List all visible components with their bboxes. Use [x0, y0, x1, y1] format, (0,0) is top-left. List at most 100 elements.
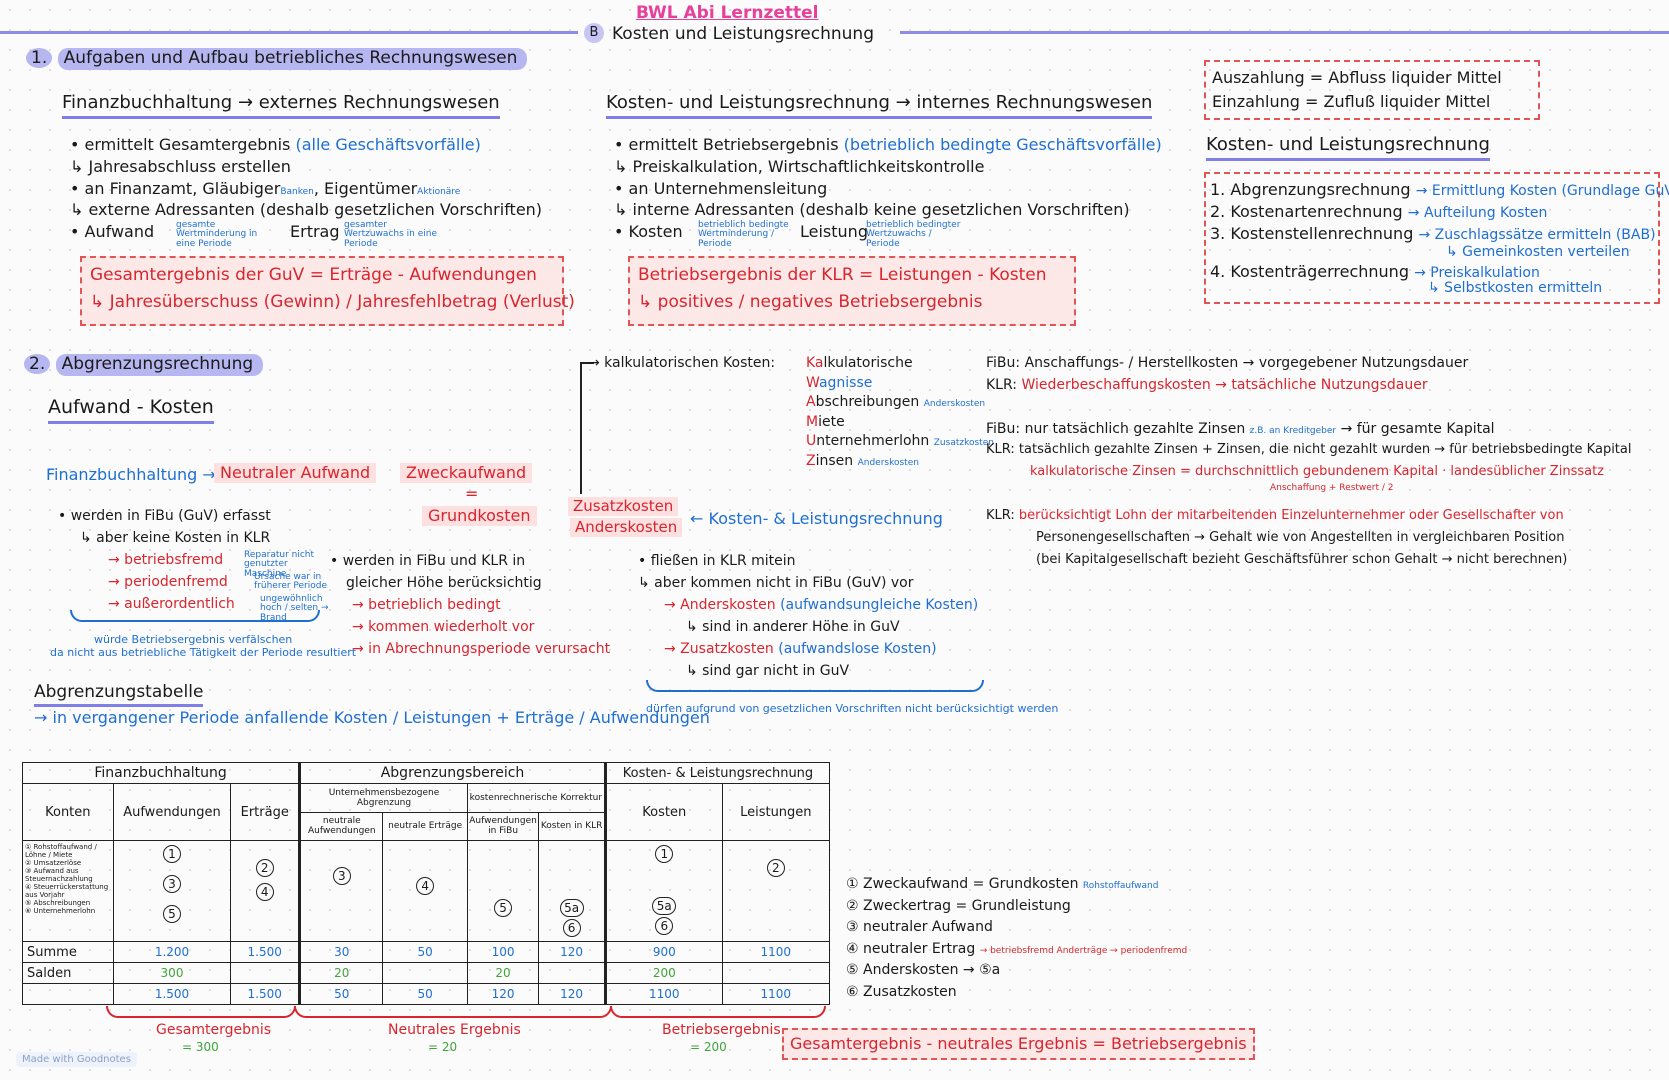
th-klr: Kosten- & Leistungsrechnung [604, 762, 831, 784]
zinsen-klr: KLR: tatsächlich gezahlte Zinsen + Zinse… [986, 442, 1632, 457]
konto-3: ③ Aufwand aus Steuernachzahlung [25, 867, 93, 884]
legend-1: ① Zweckaufwand = Grundkosten Rohstoffauf… [846, 876, 1159, 892]
cell-ne-marks: 4 [382, 840, 468, 942]
kalk-item-abschreibungen: Abschreibungen Anderskosten [806, 394, 986, 410]
sum-af: 100 [466, 941, 540, 963]
th-kosten: Kosten [604, 783, 723, 841]
fibu-formula-result: ↳ Jahresüberschuss (Gewinn) / Jahresfehl… [90, 292, 575, 312]
sum-leistungen: 1100 [721, 941, 831, 963]
cell-leistungen-marks: 2 [721, 840, 831, 942]
fibu-formula-box: Gesamtergebnis der GuV = Erträge - Aufwe… [80, 256, 575, 326]
neutral-note1: • werden in FiBu (GuV) erfasst [58, 508, 271, 524]
tot-aufwendungen: 1.500 [112, 983, 232, 1005]
sum-ertraege: 1.500 [230, 941, 302, 963]
neutral-ausserordentlich: → außerordentlich [108, 596, 235, 612]
table-header-row1: Finanzbuchhaltung Abgrenzungsbereich Kos… [21, 762, 831, 784]
fibu-bullet1a: ↳ Jahresabschluss erstellen [70, 157, 291, 176]
neutral-periodenfremd-note: Ursache war in früherer Periode [254, 572, 328, 592]
page-title: Kosten und Leistungsrechnung [612, 24, 874, 44]
konto-4: ④ Steuerrückerstattung aus Vorjahr [25, 883, 109, 900]
tot-kk: 120 [538, 983, 607, 1005]
value-betriebsergebnis: = 200 [690, 1040, 727, 1054]
klr-arrow-label: ← Kosten- & Leistungsrechnung [690, 509, 943, 528]
fibu-title: Finanzbuchhaltung → externes Rechnungswe… [62, 92, 500, 119]
abschreibung-fibu: FiBu: Anschaffungs- / Herstellkosten → v… [986, 355, 1469, 371]
app-title: BWL Abi Lernzettel [636, 3, 819, 23]
neutraler-aufwand-label: Neutraler Aufwand [214, 463, 377, 483]
klr-leistung-note: betrieblich bedingter Wertzuwachs / Peri… [866, 220, 961, 249]
th-leistungen: Leistungen [721, 783, 831, 841]
grund-note4: → kommen wiederholt vor [352, 619, 535, 635]
zusatzkosten-label: Zusatzkosten [568, 497, 679, 516]
kalk-item-zinsen: Zinsen Anderskosten [806, 452, 919, 469]
cell-af-marks: 5 [466, 840, 540, 942]
th-aufwendungen-fibu: Aufwendungen in FiBu [466, 811, 540, 841]
klr-formula-box: Betriebsergebnis der KLR = Leistungen - … [628, 256, 1076, 326]
step-3-sub: ↳ Gemeinkosten verteilen [1446, 244, 1630, 260]
label-betriebsergebnis: Betriebsergebnis [662, 1022, 781, 1038]
table-legend: ① Zweckaufwand = Grundkosten Rohstoffauf… [846, 876, 1187, 1001]
abgrenzungstabelle-title: Abgrenzungstabelle [34, 682, 204, 708]
kalk-label: → kalkulatorischen Kosten: [588, 355, 776, 371]
konto-2: ② Umsatzerlöse [25, 859, 82, 868]
zusatz-note4: ↳ sind in anderer Höhe in GuV [686, 619, 900, 635]
zusatz-brace [646, 680, 984, 692]
sum-aufwendungen: 1.200 [112, 941, 232, 963]
label-summe: Summe [22, 941, 114, 963]
label-gesamtergebnis: Gesamtergebnis [156, 1022, 272, 1038]
header-line-right [900, 31, 1669, 34]
fibu-ertrag: Ertrag [290, 222, 340, 241]
step-3: 3. Kostenstellenrechnung → Zuschlagssätz… [1210, 224, 1656, 243]
zinsen-fibu: FiBu: nur tatsächlich gezahlte Zinsen z.… [986, 421, 1495, 437]
table-row-total: 1.500 1.500 50 50 120 120 1100 1100 [22, 983, 831, 1005]
step-4-sub: ↳ Selbstkosten ermitteln [1428, 280, 1603, 296]
th-abgrenzung: Abgrenzungsbereich [299, 762, 607, 784]
grundkosten-label: Grundkosten [422, 506, 537, 526]
kalk-item-miete: Miete [806, 413, 845, 430]
value-neutrales-ergebnis: = 20 [428, 1040, 458, 1054]
th-unternehmensbezogen: Unternehmensbezogene Abgrenzung [299, 783, 468, 813]
neutral-brace [70, 610, 320, 622]
section-letter-badge: B [584, 23, 604, 43]
fibu-bullet3: • Aufwand [70, 222, 155, 241]
klr-title: Kosten- und Leistungsrechnung → internes… [606, 92, 1153, 119]
kalk-list: Kalkulatorische Wagnisse Abschreibungen … [806, 355, 994, 470]
zusatz-note1: • fließen in KLR mitein [638, 553, 796, 569]
sum-kk: 120 [538, 941, 607, 963]
kalk-item-wagnisse: Wagnisse [806, 374, 873, 391]
kalk-zinsen-note: Anschaffung + Restwert / 2 [1270, 483, 1394, 493]
definitions-box: Auszahlung = Abfluss liquider Mittel Ein… [1204, 60, 1540, 120]
legend-2: ② Zweckertrag = Grundleistung [846, 897, 1071, 914]
neutral-conclusion2: da nicht aus betriebliche Tätigkeit der … [50, 646, 357, 659]
goodnotes-watermark: Made with Goodnotes [16, 1052, 137, 1067]
klr-kosten-note: betrieblich bedingte Wertminderung / Per… [698, 220, 789, 249]
sal-ne [382, 962, 468, 984]
abgrenzungstabelle-desc: → in vergangener Periode anfallende Kost… [34, 708, 710, 727]
header-line-left [0, 31, 578, 34]
legend-5: ⑤ Anderskosten → ⑤a [846, 962, 1001, 978]
klr-formula-result: ↳ positives / negatives Betriebsergebnis [638, 292, 983, 312]
sum-kosten: 900 [604, 941, 723, 963]
sum-na: 30 [299, 941, 384, 963]
section2-heading: 2. Abgrenzungsrechnung [24, 354, 264, 376]
label-neutrales-ergebnis: Neutrales Ergebnis [388, 1022, 521, 1038]
th-ertraege: Erträge [230, 783, 302, 841]
table-row-salden: Salden 300 20 20 200 [22, 962, 831, 984]
neutral-ausserordentlich-note: ungewöhnlich hoch / selten → Brand [260, 594, 329, 623]
label-total [22, 983, 114, 1005]
tot-ne: 50 [382, 983, 468, 1005]
zweckaufwand-label: Zweckaufwand [400, 463, 533, 483]
legend-6: ⑥ Zusatzkosten [846, 983, 957, 1000]
table-header-row3: neutrale Aufwendungen neutrale Erträge A… [23, 811, 830, 841]
neutral-betriebsfremd-note: Reparatur nicht genutzter Maschine [244, 550, 315, 579]
klr-steps-title: Kosten- und Leistungsrechnung [1206, 134, 1490, 161]
konto-6: ⑥ Unternehmerlohn [25, 907, 96, 916]
legend-4: ④ neutraler Ertrag → betriebsfremd Ander… [846, 940, 1188, 957]
aufwand-kosten-title: Aufwand - Kosten [48, 396, 214, 424]
zusatz-conclusion: dürfen aufgrund von gesetzlichen Vorschr… [646, 702, 1059, 715]
th-neutrale-ertraege: neutrale Erträge [382, 811, 468, 841]
brace-betriebsergebnis [610, 1006, 826, 1018]
